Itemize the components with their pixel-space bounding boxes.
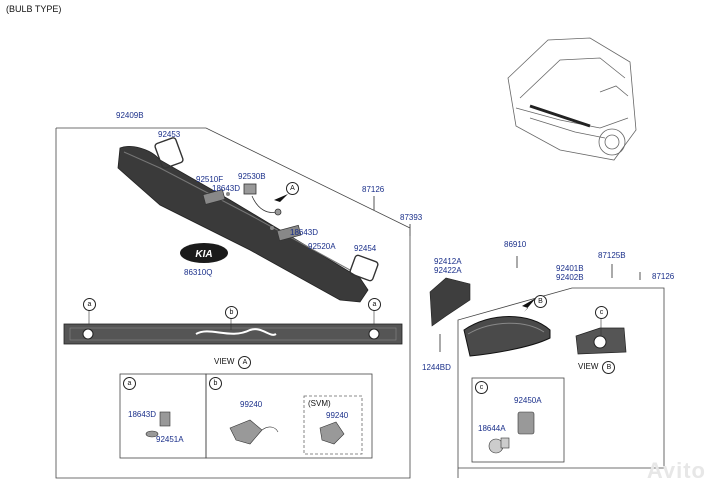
watermark: Avito <box>646 458 706 483</box>
label-92409B: 92409B <box>116 111 144 120</box>
label-99240-a: 99240 <box>240 400 263 409</box>
socket-92450A <box>517 411 535 435</box>
gasket-92453 <box>154 137 184 169</box>
view-b-circle: B <box>602 361 616 374</box>
label-92401B: 92401B <box>556 264 584 273</box>
bulb-18644A <box>488 437 510 454</box>
gasket-92454 <box>349 254 379 282</box>
label-99240-b: 99240 <box>326 411 349 420</box>
svm-caption: (SVM) <box>308 399 331 408</box>
tail-lamp-lens <box>467 322 545 335</box>
detail-a-circle: a <box>123 377 136 390</box>
socket-92451A <box>145 411 171 438</box>
label-92530B: 92530B <box>238 172 266 181</box>
garnish-bar <box>117 146 369 303</box>
label-18643D-b: 18643D <box>290 228 319 237</box>
car-silhouette <box>507 37 637 161</box>
main-frame <box>55 127 411 479</box>
label-92451A: 92451A <box>156 435 184 444</box>
garnish-bar-highlight <box>123 151 351 271</box>
arrow-b <box>522 298 536 312</box>
ref-circle-b: b <box>225 306 238 319</box>
view-a-word: VIEW <box>214 357 235 366</box>
label-87393: 87393 <box>400 213 423 222</box>
label-92510F: 92510F <box>196 175 224 184</box>
label-1244BD: 1244BD <box>422 363 451 372</box>
view-a-hole-left <box>82 328 94 340</box>
view-a-bar-inner <box>69 327 397 341</box>
detail-box-b <box>205 373 373 459</box>
tail-lamp-92401B <box>463 316 551 357</box>
label-86310Q: 86310Q <box>184 268 213 277</box>
label-92453: 92453 <box>158 130 181 139</box>
detail-box-c <box>471 377 565 463</box>
view-a-harness <box>195 328 277 336</box>
right-frame <box>457 287 665 478</box>
detail-b-circle: b <box>209 377 222 390</box>
label-92454: 92454 <box>354 244 377 253</box>
kia-emblem-letters: KIA <box>195 249 212 260</box>
label-86910: 86910 <box>504 240 527 249</box>
ref-circle-a-left: a <box>83 298 96 311</box>
detail-c-circle: c <box>475 381 488 394</box>
socket-99240-a <box>229 419 279 445</box>
diagram-title: (BULB TYPE) <box>6 4 62 14</box>
car-tail-lamp-highlight <box>529 104 591 128</box>
bulb-18643D-a <box>226 192 230 196</box>
label-18644A: 18644A <box>478 424 506 433</box>
socket-92530B <box>243 183 282 216</box>
ref-circle-a-upper: A <box>286 182 299 195</box>
socket-99240-b <box>319 421 345 445</box>
kia-emblem <box>180 243 228 263</box>
label-87126-b: 87126 <box>652 272 675 281</box>
label-92450A: 92450A <box>514 396 542 405</box>
bulb-18643D-b <box>270 226 274 230</box>
label-87125B: 87125B <box>598 251 626 260</box>
label-92422A: 92422A <box>434 266 462 275</box>
arrow-a <box>274 194 288 206</box>
view-a-hole-right <box>368 328 380 340</box>
lamp-92510F <box>202 189 226 205</box>
bracket-92412A <box>429 277 471 327</box>
ref-circle-c: c <box>595 306 608 319</box>
svm-dashed-box <box>303 395 363 455</box>
view-b-bulb-hole <box>593 335 607 349</box>
label-92402B: 92402B <box>556 273 584 282</box>
view-b-word: VIEW <box>578 362 599 371</box>
ref-circle-b-upper: B <box>534 295 547 308</box>
view-a-circle: A <box>238 356 252 369</box>
label-87126-a: 87126 <box>362 185 385 194</box>
label-92412A: 92412A <box>434 257 462 266</box>
label-18643D-c: 18643D <box>128 410 157 419</box>
ref-circle-a-right: a <box>368 298 381 311</box>
lamp-92520A <box>276 224 302 242</box>
label-92520A: 92520A <box>308 242 336 251</box>
label-18643D-a: 18643D <box>212 184 241 193</box>
